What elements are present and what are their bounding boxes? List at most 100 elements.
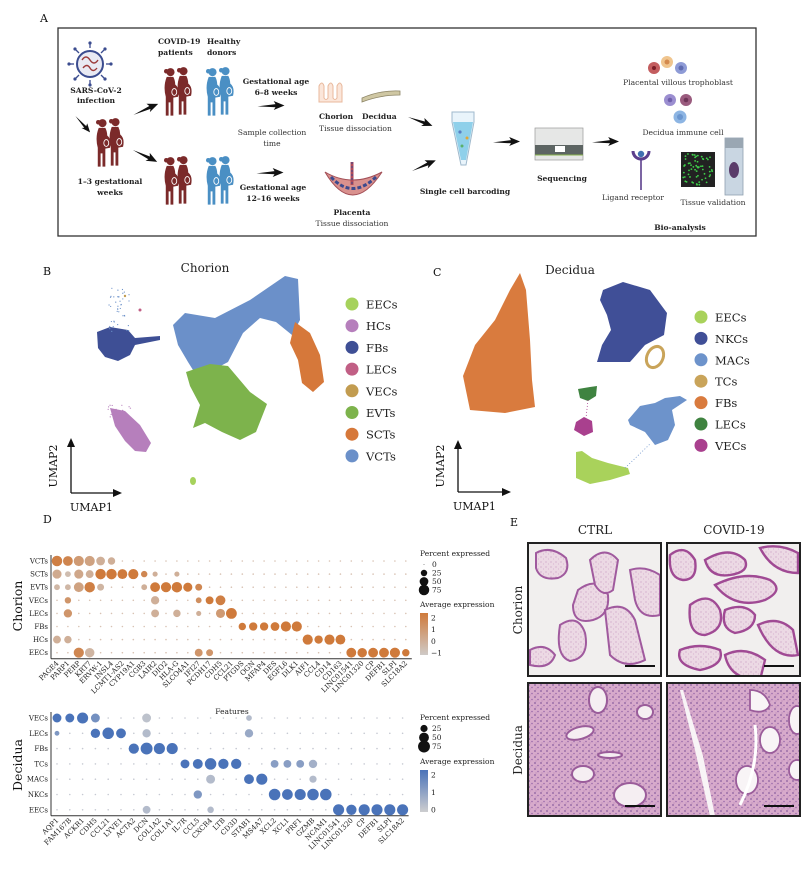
fluorescence-dot bbox=[691, 181, 694, 184]
dot-background bbox=[187, 638, 189, 641]
dot-background bbox=[401, 763, 404, 765]
decidua-umap-title: Decidua bbox=[545, 263, 595, 277]
dot-background bbox=[361, 612, 364, 615]
row-label: VECs bbox=[28, 597, 49, 605]
workflow-box bbox=[57, 27, 757, 237]
dot-background bbox=[296, 612, 298, 615]
dot-background bbox=[274, 638, 276, 641]
fluorescence-dot bbox=[684, 158, 687, 160]
dot-background bbox=[325, 778, 327, 780]
panel-label-b: B bbox=[43, 265, 51, 278]
dot bbox=[63, 609, 73, 618]
fluorescence-dot bbox=[708, 165, 711, 168]
dot-background bbox=[145, 793, 148, 796]
dot-background bbox=[317, 651, 320, 654]
dot-background bbox=[248, 763, 250, 765]
dot-background bbox=[107, 809, 109, 811]
color-legend-label: 2 bbox=[431, 614, 436, 623]
dot-background bbox=[158, 732, 161, 735]
tissue-dissociation-label: Tissue dissociation bbox=[319, 124, 392, 133]
dot-background bbox=[383, 638, 385, 641]
dot-background bbox=[372, 573, 374, 575]
dot-background bbox=[56, 651, 58, 654]
panel-label-d: D bbox=[43, 513, 52, 526]
dot-background bbox=[81, 793, 84, 796]
dot-background bbox=[230, 573, 233, 575]
dot-background bbox=[56, 747, 58, 750]
dot-background bbox=[110, 625, 113, 628]
fluorescence-dot bbox=[695, 176, 698, 178]
dot-background bbox=[350, 747, 353, 750]
umap2-label-b: UMAP2 bbox=[47, 445, 60, 488]
legend-swatch bbox=[345, 449, 359, 463]
dot-background bbox=[350, 560, 353, 562]
bio-analysis-label: Bio-analysis bbox=[654, 223, 706, 232]
dot bbox=[192, 758, 203, 769]
row-label: MACs bbox=[27, 776, 49, 784]
dot-background bbox=[317, 586, 320, 588]
row-label: FBs bbox=[34, 745, 48, 753]
color-legend-title: Average expression bbox=[419, 600, 495, 609]
ligand-receptor-label: Ligand receptor bbox=[602, 193, 664, 202]
dot bbox=[195, 583, 203, 591]
dot-background bbox=[273, 747, 276, 750]
dot-background bbox=[383, 625, 385, 628]
row-label: EECs bbox=[29, 649, 49, 657]
dot-background bbox=[121, 586, 124, 588]
dot-background bbox=[184, 747, 186, 750]
umap-point bbox=[128, 406, 130, 408]
dot-background bbox=[235, 809, 237, 811]
dot-background bbox=[132, 560, 135, 562]
dot-background bbox=[208, 638, 211, 641]
fluorescence-dot bbox=[695, 164, 698, 167]
dot-background bbox=[230, 651, 233, 654]
dot-background bbox=[222, 732, 225, 735]
dot bbox=[302, 634, 313, 645]
fluorescence-dot bbox=[701, 178, 703, 181]
fluorescence-dot bbox=[689, 176, 691, 178]
dot-background bbox=[235, 732, 237, 735]
dot-background bbox=[337, 732, 340, 735]
dot-background bbox=[405, 586, 407, 588]
dot-background bbox=[145, 763, 148, 765]
umap-point bbox=[129, 407, 132, 409]
dot bbox=[282, 789, 293, 800]
fluorescence-dot bbox=[690, 164, 692, 167]
dot-background bbox=[197, 717, 199, 719]
dot-background bbox=[56, 778, 58, 780]
umap-axes-c bbox=[454, 440, 511, 496]
dot-background bbox=[133, 763, 135, 765]
umap-point bbox=[110, 295, 112, 297]
dot-background bbox=[394, 625, 396, 628]
dot-background bbox=[312, 809, 314, 811]
umap-point bbox=[109, 325, 111, 328]
umap-point bbox=[111, 330, 113, 332]
dot-background bbox=[235, 793, 237, 796]
dot-background bbox=[187, 625, 189, 628]
dot-background bbox=[99, 625, 102, 628]
dot-background bbox=[120, 778, 122, 780]
dot-background bbox=[187, 612, 189, 615]
dot-background bbox=[171, 763, 173, 765]
dot bbox=[379, 647, 389, 658]
dot-background bbox=[296, 651, 298, 654]
dot-background bbox=[184, 809, 186, 811]
dot-background bbox=[350, 763, 353, 765]
dot-background bbox=[263, 599, 265, 602]
fluorescence-dot bbox=[709, 156, 711, 159]
dot bbox=[296, 759, 305, 768]
dot bbox=[207, 806, 214, 814]
ligand-receptor-icon bbox=[631, 150, 651, 190]
fluorescence-dot bbox=[705, 181, 708, 184]
dot bbox=[73, 647, 84, 658]
dot-background bbox=[222, 747, 225, 750]
dot-background bbox=[274, 612, 276, 615]
dot-background bbox=[325, 717, 327, 719]
dot-background bbox=[132, 625, 135, 628]
dot-background bbox=[158, 763, 161, 765]
fluorescence-dot bbox=[697, 174, 699, 177]
dot-background bbox=[312, 732, 314, 735]
row-label: VECs bbox=[28, 715, 49, 723]
dot bbox=[204, 758, 217, 770]
